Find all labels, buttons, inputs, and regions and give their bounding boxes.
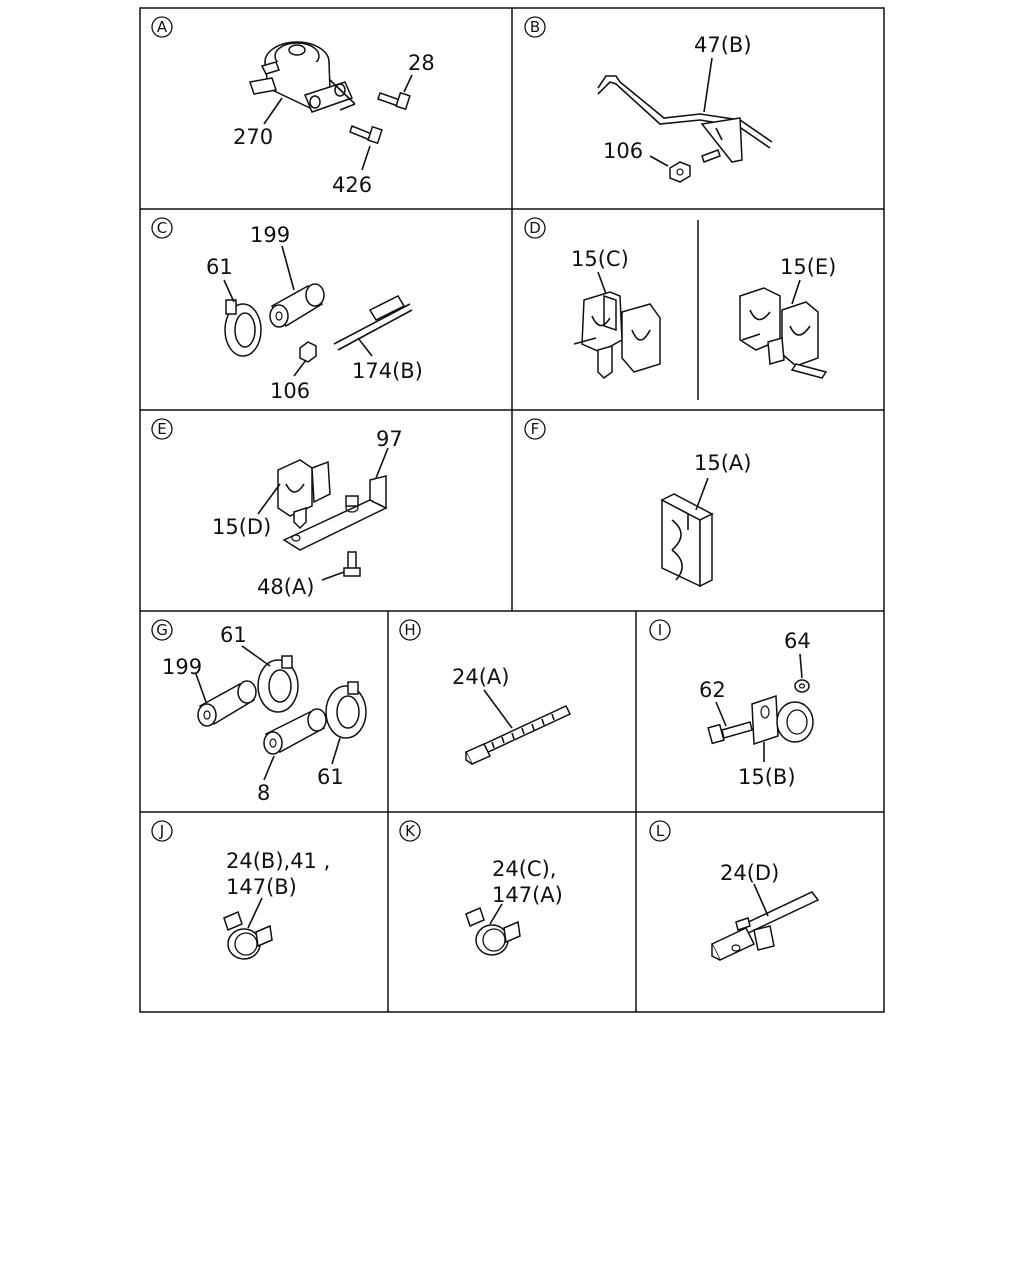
- svg-text:F: F: [531, 420, 540, 438]
- callout-g-61-upper: 61: [220, 623, 247, 647]
- grid-frame: [139, 7, 885, 1013]
- cable-tie-24a-part: [464, 705, 572, 765]
- callout-g-8: 8: [257, 781, 270, 805]
- hose-clamp-k-part: [465, 906, 521, 956]
- panel-letter-c: C: [151, 217, 173, 239]
- callout-g-199: 199: [162, 655, 202, 679]
- clamp-15b-part: [751, 694, 814, 746]
- clip-61-upper-part: [257, 655, 299, 713]
- callout-b-47b: 47(B): [694, 33, 752, 57]
- sleeve-199-part: [197, 680, 257, 727]
- panel-letter-d: D: [524, 217, 546, 239]
- panel-i: I 64 62 15(B): [649, 619, 814, 789]
- svg-text:I: I: [658, 621, 662, 639]
- panel-letter-e: E: [151, 418, 173, 440]
- panel-b: B 47(B) 106: [524, 16, 773, 183]
- panel-a: A 28 270 426: [151, 16, 435, 197]
- panel-f: F 15(A): [524, 418, 751, 588]
- panel-h: H 24(A): [399, 619, 572, 765]
- panel-letter-j: J: [151, 820, 173, 842]
- svg-text:A: A: [157, 18, 168, 36]
- svg-text:E: E: [157, 420, 166, 438]
- pressure-regulator-part: [249, 41, 356, 113]
- svg-text:L: L: [656, 822, 665, 840]
- nut-106-part: [669, 149, 721, 183]
- pipe-47b-part: [597, 75, 773, 163]
- svg-text:K: K: [405, 822, 416, 840]
- callout-h-24a: 24(A): [452, 665, 509, 689]
- panel-letter-i: I: [649, 619, 671, 641]
- callout-c-106: 106: [270, 379, 310, 403]
- callout-a-28: 28: [408, 51, 435, 75]
- clip-61-lower-part: [325, 681, 367, 739]
- callout-f-15a: 15(A): [694, 451, 751, 475]
- callout-j-line2: 147(B): [226, 875, 297, 899]
- clip-15d-part: [277, 459, 331, 530]
- svg-text:D: D: [529, 219, 541, 237]
- callout-a-270: 270: [233, 125, 273, 149]
- callout-k-line1: 24(C),: [492, 857, 556, 881]
- svg-text:H: H: [404, 621, 415, 639]
- callout-e-48a: 48(A): [257, 575, 314, 599]
- callout-c-61: 61: [206, 255, 233, 279]
- panel-letter-g: G: [151, 619, 173, 641]
- bolt-62-part: [707, 721, 753, 745]
- hose-clamp-j-part: [223, 910, 273, 960]
- panel-letter-b: B: [524, 16, 546, 38]
- clip-15c-part: [573, 291, 661, 379]
- bolt-28-part: [377, 91, 411, 111]
- washer-64-part: [794, 679, 810, 693]
- callout-i-15b: 15(B): [738, 765, 796, 789]
- clip-15a-part: [660, 493, 714, 588]
- panel-letter-a: A: [151, 16, 173, 38]
- callout-b-106: 106: [603, 139, 643, 163]
- callout-a-426: 426: [332, 173, 372, 197]
- svg-text:G: G: [156, 621, 168, 639]
- callout-d-15e: 15(E): [780, 255, 836, 279]
- callout-c-174b: 174(B): [352, 359, 423, 383]
- svg-text:B: B: [530, 18, 540, 36]
- callout-g-61-lower: 61: [317, 765, 344, 789]
- callout-i-62: 62: [699, 678, 726, 702]
- callout-e-97: 97: [376, 427, 403, 451]
- callout-c-199: 199: [250, 223, 290, 247]
- panel-j: J 24(B),41 , 147(B): [151, 820, 330, 960]
- panel-l: L 24(D): [649, 820, 820, 961]
- sleeve-199-part: [269, 283, 325, 328]
- callout-l-24d: 24(D): [720, 861, 779, 885]
- panel-e: E 97 15(D) 48(A): [151, 418, 403, 599]
- callout-e-15d: 15(D): [212, 515, 271, 539]
- bracket-97-part: [282, 475, 388, 551]
- callout-i-64: 64: [784, 629, 811, 653]
- bolt-426-part: [349, 125, 383, 145]
- stud-174b-part: [299, 295, 413, 363]
- callout-k-line2: 147(A): [492, 883, 563, 907]
- clip-24d-part: [710, 891, 820, 961]
- panel-d: D 15(C) 15(E): [524, 217, 836, 379]
- svg-text:J: J: [159, 822, 164, 840]
- clip-61-part: [224, 299, 262, 357]
- svg-text:C: C: [157, 219, 167, 237]
- panel-letter-h: H: [399, 619, 421, 641]
- panel-letter-k: K: [399, 820, 421, 842]
- callout-j-line1: 24(B),41 ,: [226, 849, 330, 873]
- panel-g: G 61 199 8 61: [151, 619, 367, 805]
- panel-k: K 24(C), 147(A): [399, 820, 563, 956]
- clip-15e-part: [739, 287, 828, 379]
- sleeve-8-part: [263, 708, 327, 755]
- panel-letter-f: F: [524, 418, 546, 440]
- bolt-48a-part: [343, 551, 361, 577]
- callout-d-15c: 15(C): [571, 247, 629, 271]
- panel-letter-l: L: [649, 820, 671, 842]
- panel-c: C 199 61 106 174(B): [151, 217, 423, 403]
